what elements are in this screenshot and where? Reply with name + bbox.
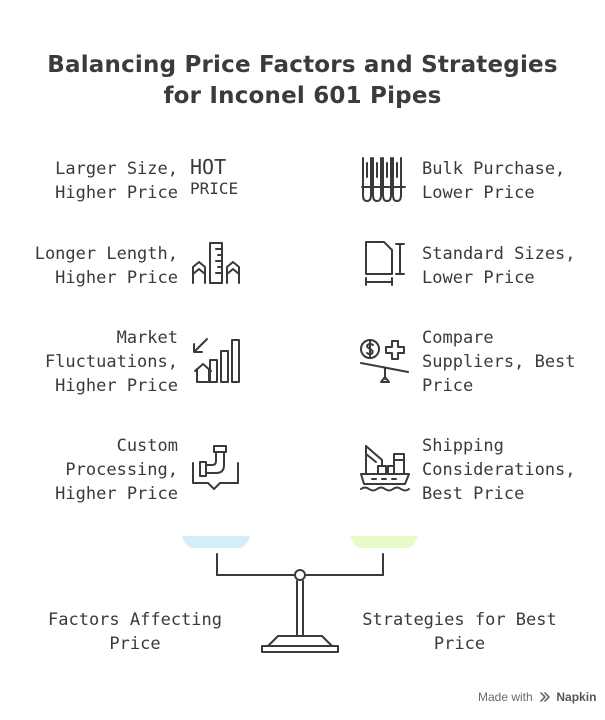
hot-text: HOT	[190, 155, 227, 179]
standard-size-document-icon	[362, 240, 408, 286]
right-pan	[350, 536, 418, 548]
balance-scale	[170, 528, 435, 658]
compare-balance-icon	[358, 336, 412, 386]
napkin-logo-icon	[539, 691, 551, 706]
strategy-compare-suppliers-label: Compare Suppliers, Best Price	[422, 328, 576, 396]
strategy-bulk-purchase-label: Bulk Purchase, Lower Price	[422, 159, 566, 203]
factors-affecting-price-label: Factors Affecting Price	[48, 610, 222, 654]
factor-market-fluctuations-label: Market Fluctuations, Higher Price	[44, 328, 178, 396]
price-text: PRICE	[190, 179, 239, 198]
left-pan	[182, 536, 250, 548]
page-title: Balancing Price Factors and Strategies f…	[0, 50, 605, 112]
made-with-text: Made with	[478, 690, 533, 704]
factor-custom-processing-label: Custom Processing, Higher Price	[55, 436, 178, 504]
strategy-shipping-considerations-label: Shipping Considerations, Best Price	[422, 436, 576, 504]
factor-longer-length-label: Longer Length, Higher Price	[34, 244, 178, 288]
title-line-1: Balancing Price Factors and Strategies	[47, 52, 558, 78]
factor-larger-size-label: Larger Size, Higher Price	[55, 159, 178, 203]
made-with-napkin-badge[interactable]: Made with Napkin	[478, 690, 596, 706]
pipe-processing-icon	[190, 443, 242, 493]
market-chart-icon	[190, 336, 242, 386]
title-line-2: for Inconel 601 Pipes	[163, 83, 442, 109]
ruler-length-icon	[190, 240, 242, 286]
napkin-brand-text: Napkin	[556, 690, 597, 704]
strategy-standard-sizes-label: Standard Sizes, Lower Price	[422, 244, 576, 288]
bulk-tubes-icon	[360, 155, 410, 205]
strategies-best-price-label: Strategies for Best Price	[362, 610, 557, 654]
hot-price-icon: HOT PRICE	[190, 156, 238, 200]
cargo-ship-icon	[358, 442, 412, 494]
